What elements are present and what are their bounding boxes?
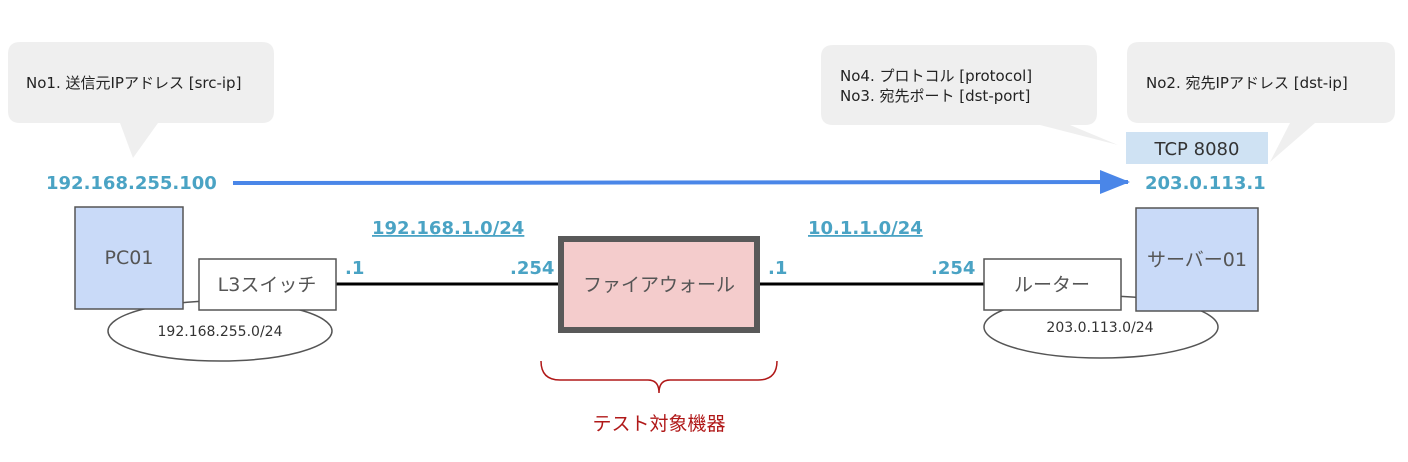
iface-l3-switch: .1 [345,258,364,279]
l3-switch-label: L3スイッチ [218,274,317,296]
network-outside: 10.1.1.0/24 [808,218,923,239]
source-ip: 192.168.255.100 [46,173,217,194]
pc-node [74,206,184,310]
callout-protocol-text: No4. プロトコル [protocol] [840,67,1032,85]
callout-src-ip: No1. 送信元IPアドレス [src-ip] [8,42,274,158]
test-target-label: テスト対象機器 [592,413,725,435]
callout-src-ip-text: No1. 送信元IPアドレス [src-ip] [26,74,241,92]
firewall-label: ファイアウォール [583,274,735,296]
server-label: サーバー01 [1147,249,1247,271]
router-node [983,258,1122,311]
callout-dst-ip: No2. 宛先IPアドレス [dst-ip] [1127,42,1395,162]
iface-router: .254 [931,258,975,279]
destination-ip: 203.0.113.1 [1145,173,1266,194]
server-node [1135,207,1259,312]
firewall-node [558,236,760,333]
subnet-right: 203.0.113.0/24 [1046,320,1153,336]
flow-arrow [232,180,1129,185]
port-label: TCP 8080 [1154,139,1240,160]
callout-dst-port-text: No3. 宛先ポート [dst-port] [840,87,1030,105]
flow-arrowhead [1100,170,1130,194]
router-label: ルーター [1014,274,1090,296]
iface-firewall-outside: .1 [768,258,787,279]
l3-switch-node [198,258,337,311]
pc-label: PC01 [105,247,154,269]
iface-firewall-inside: .254 [510,258,554,279]
port-label-box [1126,132,1268,164]
callout-protocol-port: No4. プロトコル [protocol] No3. 宛先ポート [dst-po… [821,45,1118,145]
callout-dst-ip-text: No2. 宛先IPアドレス [dst-ip] [1146,74,1348,92]
test-target-brace [540,360,778,394]
subnet-left: 192.168.255.0/24 [158,324,283,340]
network-inside: 192.168.1.0/24 [372,218,524,239]
